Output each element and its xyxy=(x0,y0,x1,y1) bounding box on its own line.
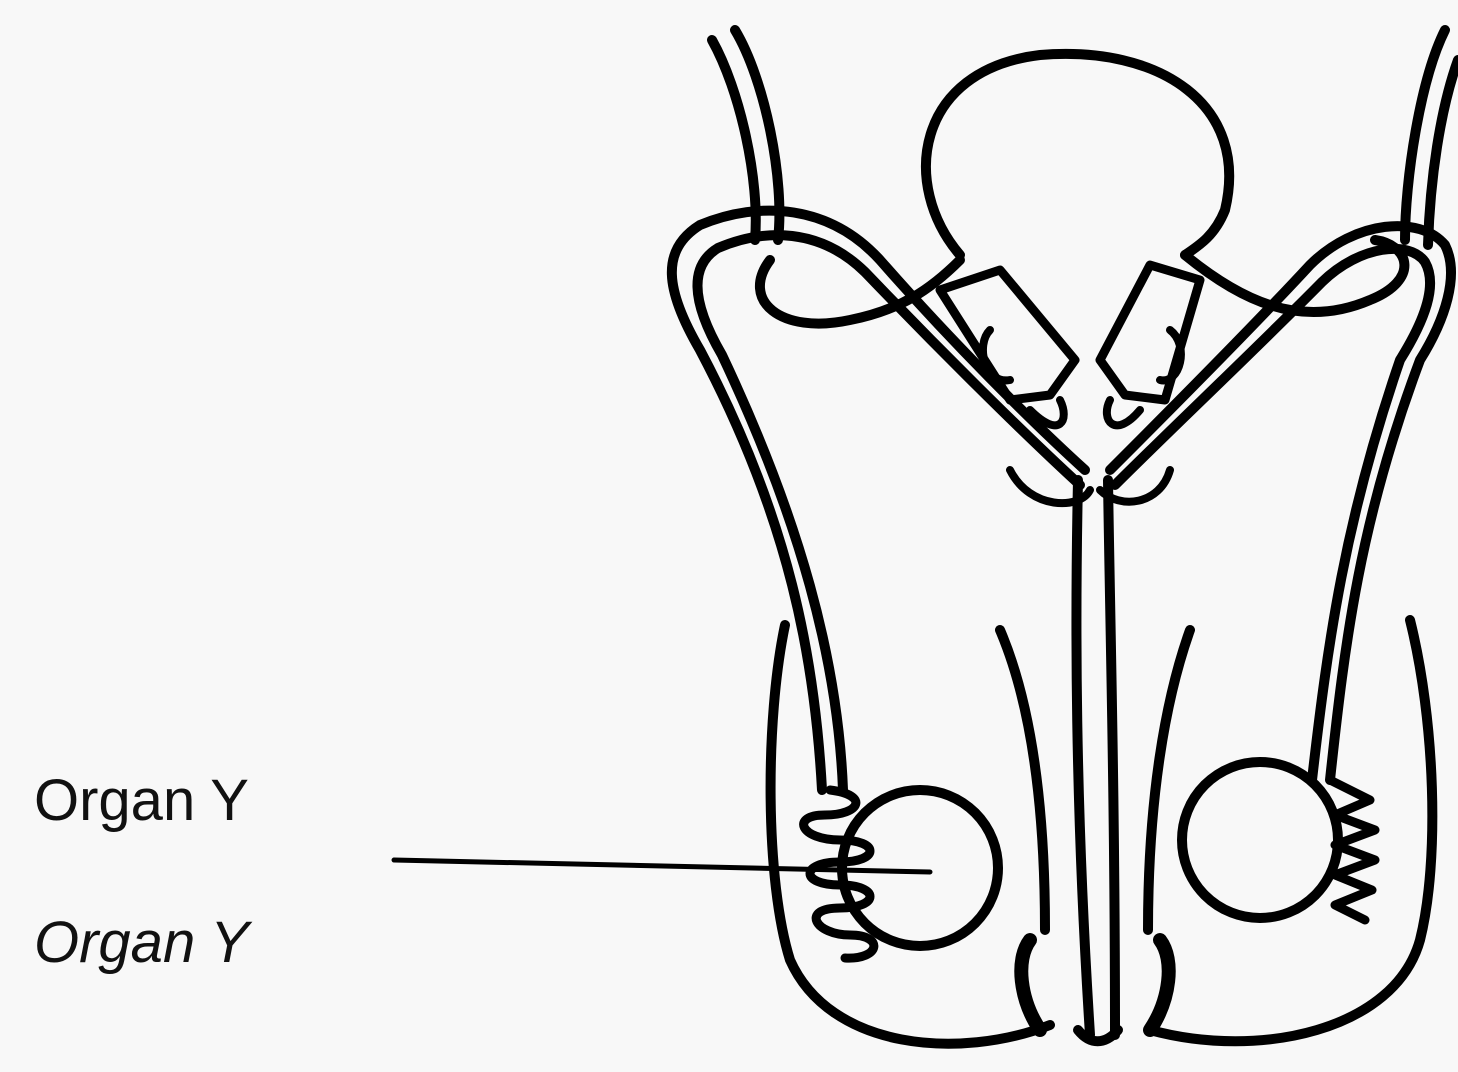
gland-base xyxy=(1010,470,1170,503)
epididymis-right xyxy=(1330,780,1375,920)
urethra-outer-left xyxy=(1076,480,1090,1035)
scrotum-inner-left xyxy=(1021,940,1040,1030)
testis-right xyxy=(1182,762,1338,918)
vas-deferens-right-inner xyxy=(1115,249,1430,780)
scrotum-inner-right xyxy=(1150,940,1169,1030)
organ-y-label-italic: Organ Y xyxy=(34,914,249,972)
side-line-b xyxy=(1148,630,1190,930)
urethra-tip xyxy=(1078,1030,1118,1041)
testis-left xyxy=(842,790,998,946)
side-line-a xyxy=(1000,630,1045,930)
urethra-outer-right xyxy=(1108,480,1115,1035)
scrotum-outline-right xyxy=(1150,620,1432,1041)
bladder xyxy=(926,54,1229,255)
organ-y-label: Organ Y xyxy=(34,772,249,830)
ureter-right xyxy=(1405,30,1458,245)
prostate-right xyxy=(1100,265,1200,400)
